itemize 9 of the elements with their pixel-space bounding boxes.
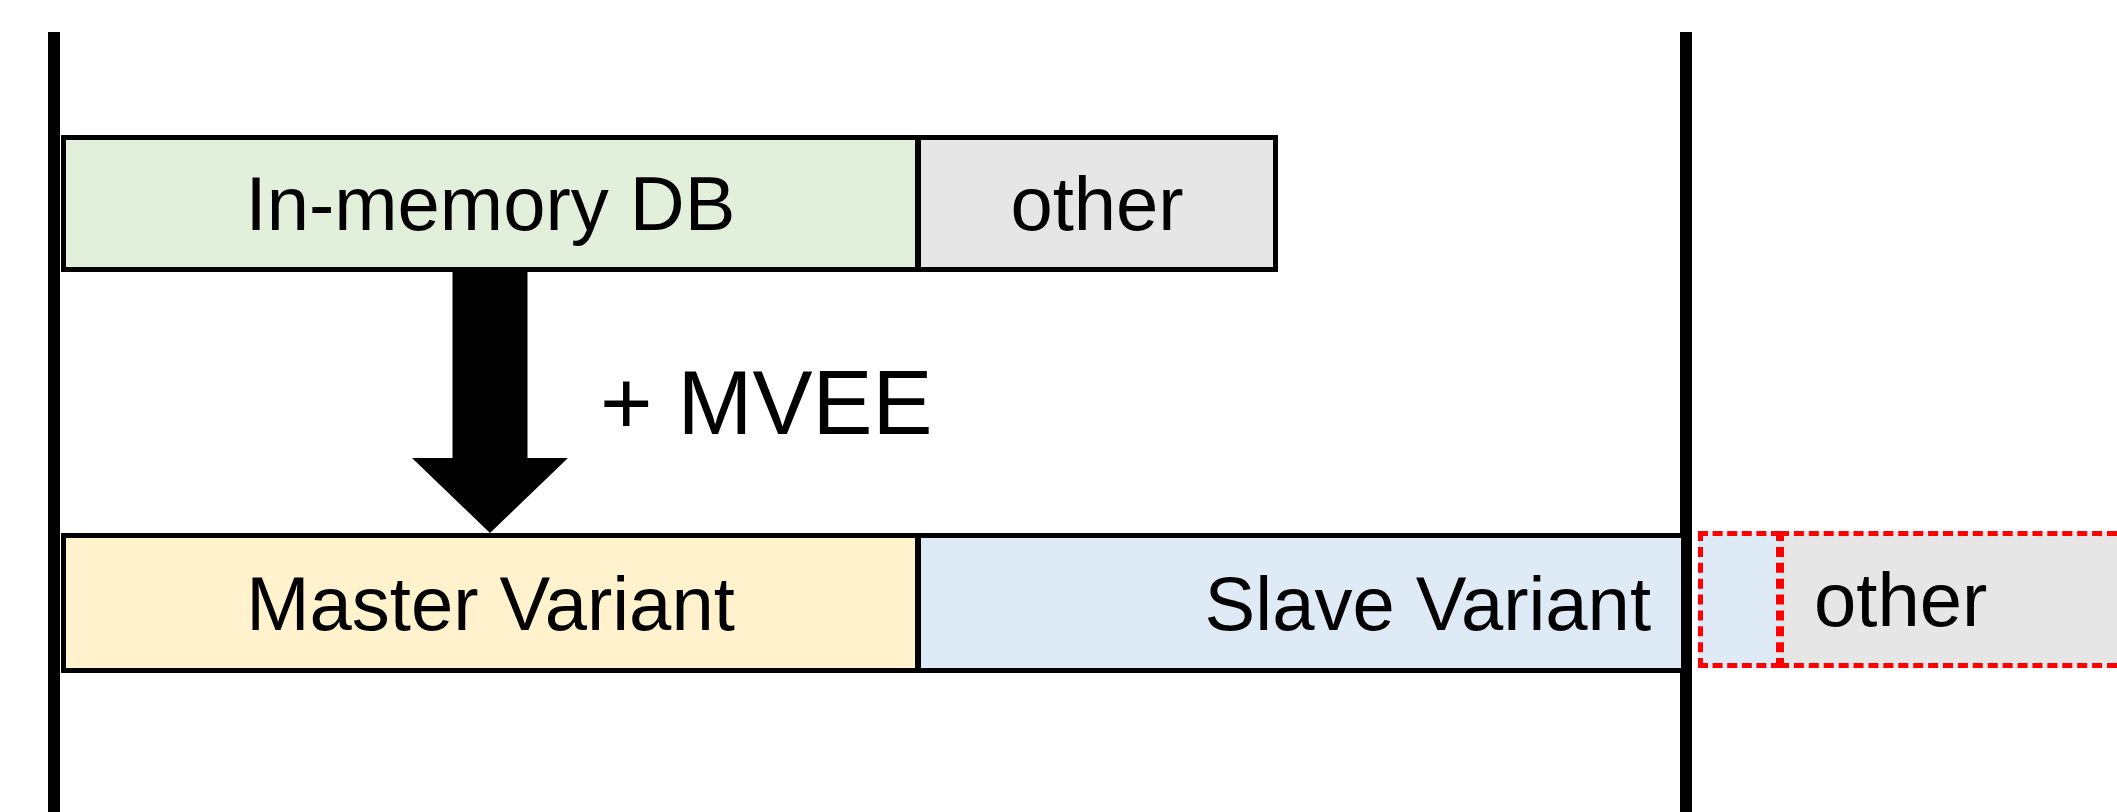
segment-label: other xyxy=(1814,556,1988,643)
segment-label: In-memory DB xyxy=(245,160,736,247)
edge-label: + MVEE xyxy=(600,351,933,455)
empty-segment-box xyxy=(1698,531,1781,668)
segment-box xyxy=(1779,531,2117,668)
segment-label: Master Variant xyxy=(246,559,735,647)
segment-label: Slave Variant xyxy=(1204,559,1651,647)
segment-label: other xyxy=(1010,160,1184,247)
block-arrow xyxy=(412,272,568,533)
